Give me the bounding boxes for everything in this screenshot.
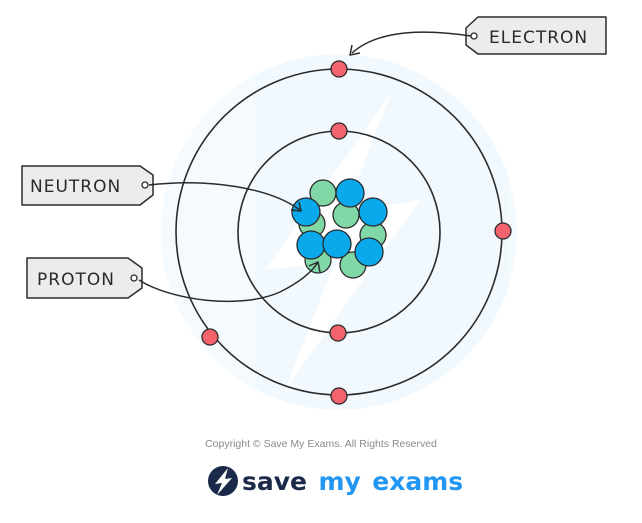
copyright-text: Copyright © Save My Exams. All Rights Re…: [205, 438, 437, 450]
neutron-pointer-arrow: [148, 182, 301, 211]
proton-label: PROTON: [37, 270, 115, 290]
electron: [494, 222, 512, 240]
proton: [322, 229, 352, 259]
save-my-exams-logo: save my exams: [208, 466, 463, 496]
proton-pointer-arrow: [138, 261, 319, 303]
electron: [329, 324, 347, 342]
logo-word-exams: exams: [372, 467, 463, 496]
electron-pointer-arrow: [351, 31, 472, 54]
logo-word-my: my: [318, 467, 360, 496]
neutron-label-tag: NEUTRON: [21, 165, 154, 206]
electron-arrowhead: [349, 44, 361, 56]
electron-label: ELECTRON: [489, 28, 588, 48]
proton: [354, 237, 384, 267]
proton: [291, 197, 321, 227]
proton: [335, 178, 365, 208]
logo-wordmark: save my exams: [242, 467, 463, 496]
electrons: [201, 60, 512, 405]
proton-label-tag: PROTON: [26, 257, 143, 299]
electron: [330, 387, 348, 405]
neutron-label: NEUTRON: [30, 177, 121, 197]
electron-label-tag: ELECTRON: [465, 16, 607, 55]
logo-word-save: save: [242, 467, 307, 496]
proton: [296, 230, 326, 260]
proton-arrowhead: [308, 261, 321, 273]
electron: [330, 122, 348, 140]
electron: [330, 60, 348, 78]
proton: [358, 197, 388, 227]
electron: [201, 328, 219, 346]
nucleus: [291, 178, 388, 279]
neutron-arrowhead: [290, 201, 302, 212]
